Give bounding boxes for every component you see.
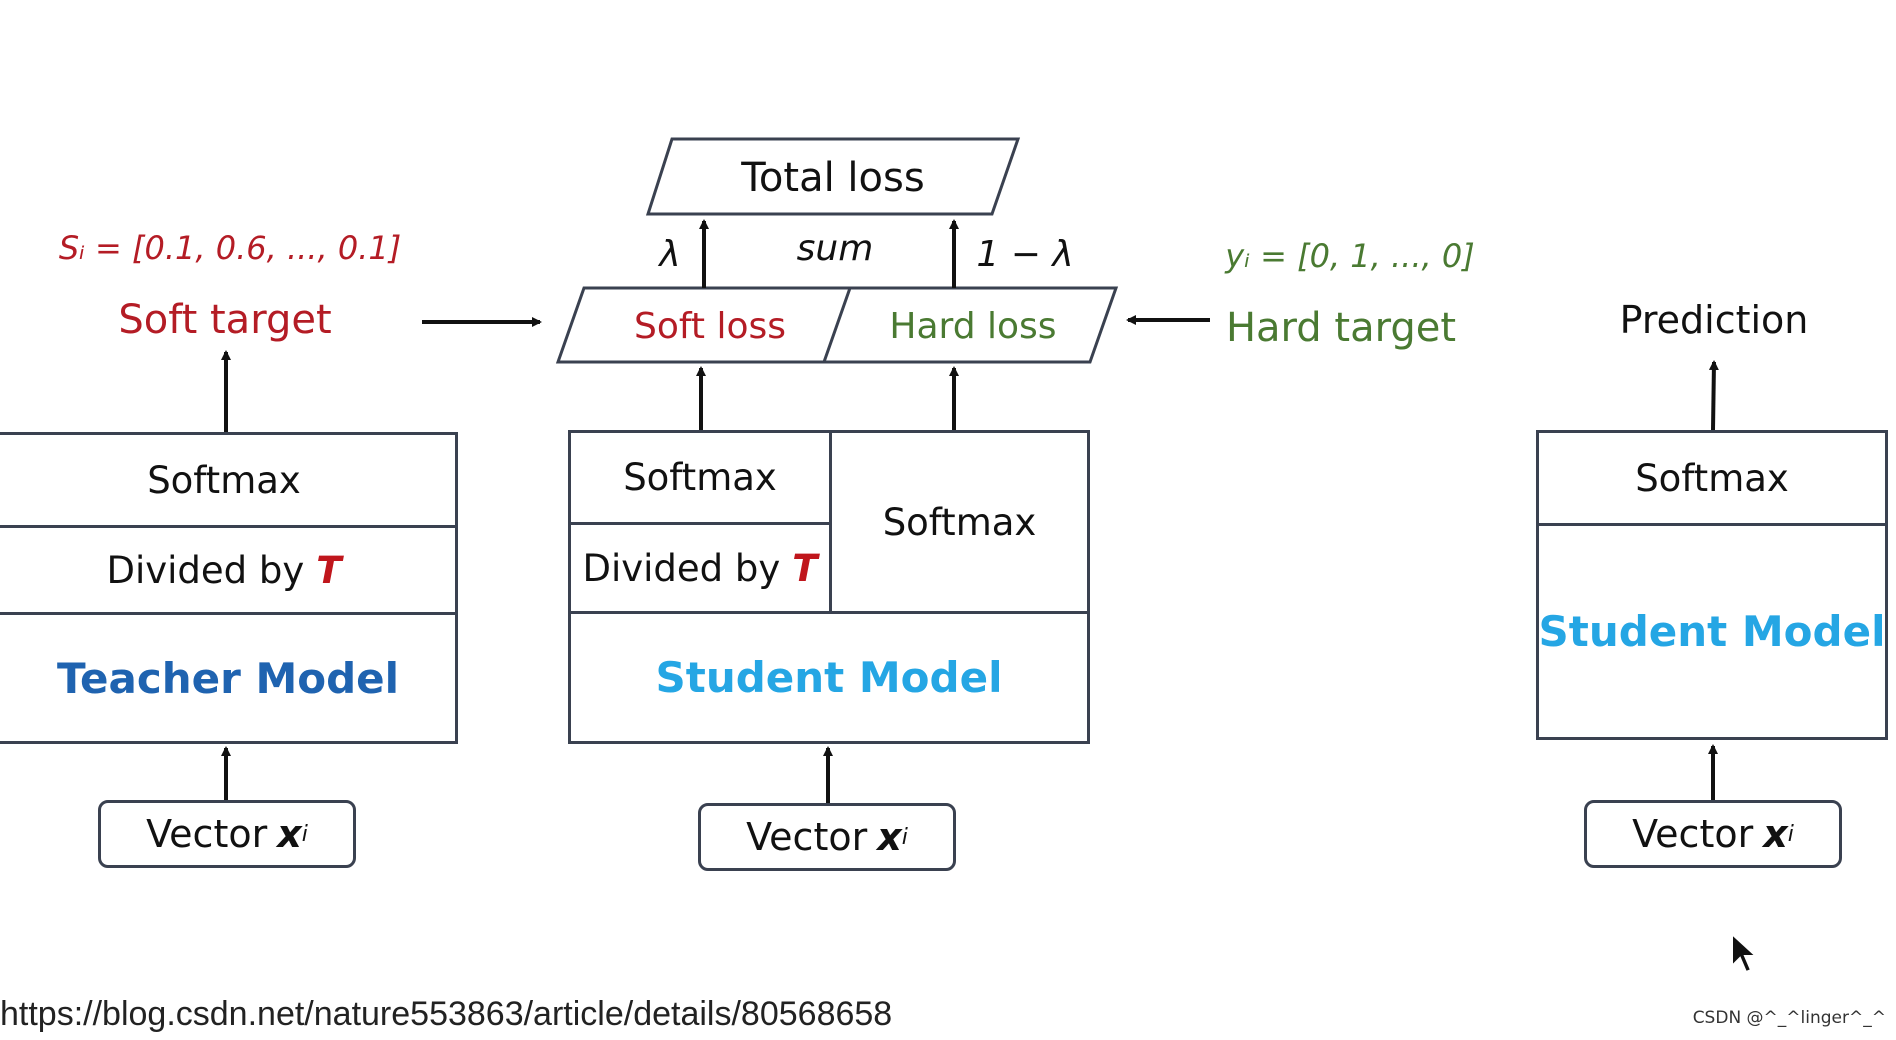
teacher-vector-var: x bbox=[277, 812, 302, 856]
student-divided-box bbox=[568, 522, 832, 614]
student-model-label: Student Model bbox=[655, 653, 1003, 702]
source-url[interactable]: https://blog.csdn.net/nature553863/artic… bbox=[0, 995, 893, 1033]
teacher-softmax-label: Softmax bbox=[147, 458, 301, 502]
prediction-label: Prediction bbox=[1619, 298, 1809, 342]
right-output-arrow bbox=[1708, 360, 1719, 431]
student-right-softmax-label: Softmax bbox=[882, 500, 1037, 544]
student-temperature: T bbox=[792, 546, 818, 590]
loss-divider bbox=[822, 287, 852, 363]
soft-target-label: Soft target bbox=[118, 297, 332, 343]
lambda-label: λ bbox=[659, 233, 681, 275]
hard-target-label: Hard target bbox=[1225, 305, 1457, 351]
total-loss-shape bbox=[645, 137, 1021, 216]
right-model-label: Student Model bbox=[1538, 607, 1886, 656]
csdn-watermark: CSDN @^_^linger^_^ bbox=[1692, 1008, 1886, 1028]
teacher-divided-row: Divided by T bbox=[0, 525, 448, 615]
soft-loss-label: Soft loss bbox=[633, 305, 786, 347]
mouse-cursor-icon bbox=[1731, 932, 1758, 974]
teacher-model-box bbox=[0, 612, 458, 744]
right-softmax-label: Softmax bbox=[1635, 456, 1789, 500]
student-model-box bbox=[568, 611, 1090, 744]
hard-target-formula: yᵢ = [0, 1, ..., 0] bbox=[1225, 237, 1475, 275]
teacher-vector-sub: i bbox=[301, 821, 308, 847]
student-vector-label: Vector bbox=[746, 815, 868, 859]
teacher-model-label: Teacher Model bbox=[56, 653, 400, 703]
teacher-divided-label: Divided by bbox=[106, 548, 305, 592]
teacher-temperature: T bbox=[316, 548, 342, 592]
right-softmax-box bbox=[1536, 430, 1888, 526]
total-loss-label: Total loss bbox=[741, 155, 925, 201]
sum-label: sum bbox=[796, 227, 874, 269]
right-vector-var: x bbox=[1763, 812, 1788, 856]
student-divided-label: Divided by bbox=[582, 546, 781, 590]
teacher-vector-label: Vector bbox=[146, 812, 268, 856]
student-vector-var: x bbox=[877, 815, 902, 859]
right-vector-sub: i bbox=[1787, 821, 1794, 847]
soft-target-formula: Sᵢ = [0.1, 0.6, ..., 0.1] bbox=[58, 229, 402, 267]
one-minus-lambda-label: 1 − λ bbox=[976, 233, 1074, 275]
right-vector-label: Vector bbox=[1632, 812, 1754, 856]
student-divided-row: Divided by T bbox=[568, 522, 832, 614]
hard-loss-label: Hard loss bbox=[889, 305, 1057, 347]
student-left-softmax-label: Softmax bbox=[623, 456, 777, 499]
student-right-softmax-box bbox=[829, 430, 1090, 614]
student-vector-sub: i bbox=[901, 824, 908, 850]
